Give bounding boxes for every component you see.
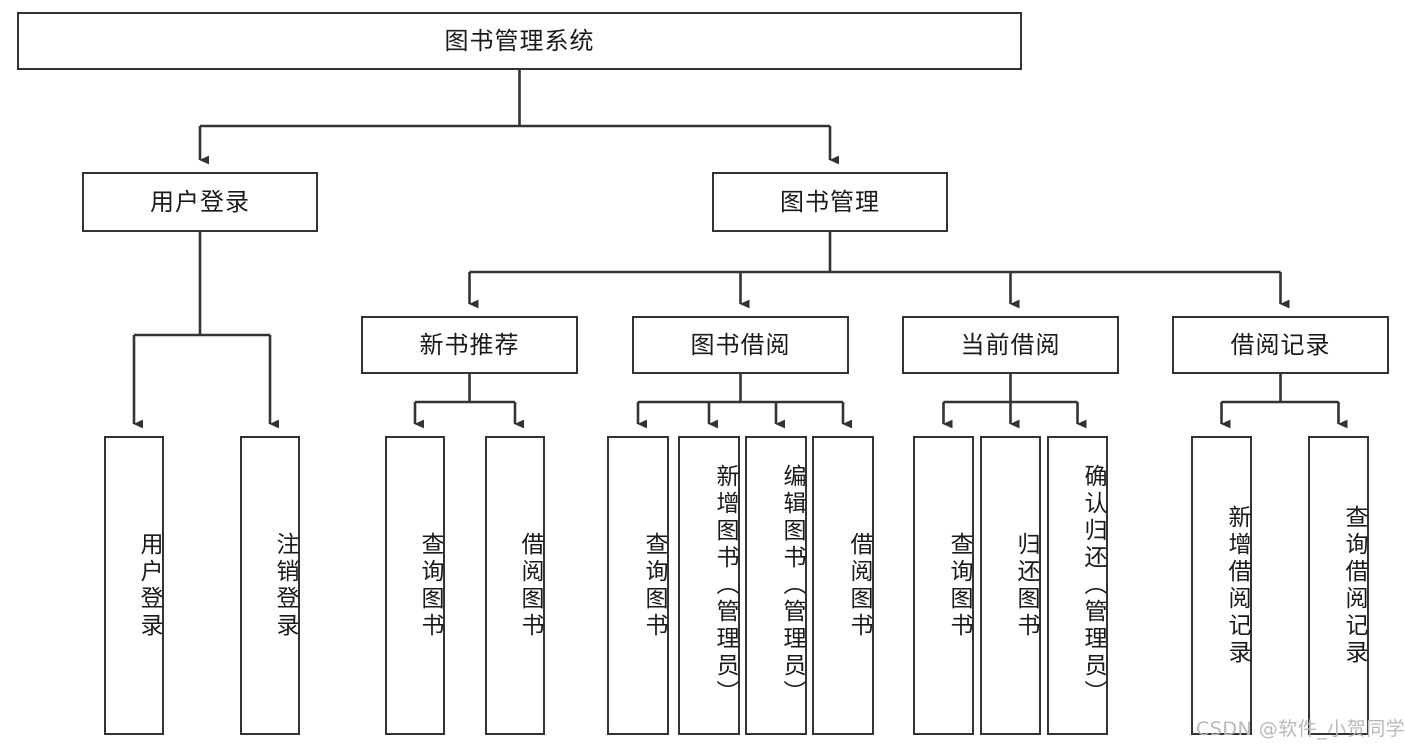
node-leaf-borrow-book-1-label: 借阅图书	[517, 531, 543, 640]
node-leaf-query-record[interactable]: 查询借阅记录	[1308, 436, 1369, 735]
node-leaf-add-record[interactable]: 新增借阅记录	[1191, 436, 1252, 735]
node-leaf-user-login[interactable]: 用户登录	[104, 436, 164, 735]
node-borrow-record-label: 借阅记录	[1230, 330, 1331, 359]
node-book-manage[interactable]: 图书管理	[712, 172, 948, 232]
node-leaf-add-record-label: 新增借阅记录	[1224, 504, 1250, 667]
node-leaf-return-book[interactable]: 归还图书	[980, 436, 1041, 735]
node-leaf-return-book-label: 归还图书	[1013, 531, 1039, 640]
node-new-book-recommend[interactable]: 新书推荐	[361, 316, 578, 374]
node-leaf-borrow-book-2[interactable]: 借阅图书	[812, 436, 874, 735]
node-leaf-query-book-3-label: 查询图书	[946, 531, 972, 640]
node-leaf-query-book-2-label: 查询图书	[641, 531, 667, 640]
node-borrow-record[interactable]: 借阅记录	[1172, 316, 1389, 374]
node-leaf-query-record-label: 查询借阅记录	[1341, 504, 1367, 667]
node-leaf-query-book-3[interactable]: 查询图书	[913, 436, 974, 735]
node-leaf-query-book-1[interactable]: 查询图书	[385, 436, 445, 735]
node-root-label: 图书管理系统	[444, 26, 595, 55]
node-current-borrow-label: 当前借阅	[960, 330, 1061, 359]
node-leaf-logout[interactable]: 注销登录	[240, 436, 300, 735]
node-leaf-query-book-2[interactable]: 查询图书	[607, 436, 669, 735]
node-leaf-user-login-label: 用户登录	[136, 531, 162, 640]
node-leaf-add-book[interactable]: 新增图书（管理员）	[678, 436, 740, 735]
node-leaf-edit-book[interactable]: 编辑图书（管理员）	[745, 436, 807, 735]
node-book-borrow-label: 图书借阅	[690, 330, 791, 359]
node-root[interactable]: 图书管理系统	[17, 12, 1022, 70]
node-leaf-confirm-return[interactable]: 确认归还（管理员）	[1047, 436, 1108, 735]
node-leaf-borrow-book-1[interactable]: 借阅图书	[485, 436, 545, 735]
node-book-borrow[interactable]: 图书借阅	[632, 316, 849, 374]
node-book-manage-label: 图书管理	[780, 187, 880, 216]
watermark: CSDN @软件_小贺同学	[1196, 718, 1405, 740]
node-leaf-edit-book-label: 编辑图书（管理员）	[779, 464, 805, 707]
node-leaf-add-book-label: 新增图书（管理员）	[712, 464, 738, 707]
node-leaf-logout-label: 注销登录	[272, 531, 298, 640]
node-leaf-query-book-1-label: 查询图书	[417, 531, 443, 640]
node-current-borrow[interactable]: 当前借阅	[902, 316, 1119, 374]
node-leaf-borrow-book-2-label: 借阅图书	[846, 531, 872, 640]
node-new-book-recommend-label: 新书推荐	[419, 330, 520, 359]
node-user-login-label: 用户登录	[150, 187, 250, 216]
node-leaf-confirm-return-label: 确认归还（管理员）	[1080, 464, 1106, 707]
node-user-login[interactable]: 用户登录	[82, 172, 318, 232]
